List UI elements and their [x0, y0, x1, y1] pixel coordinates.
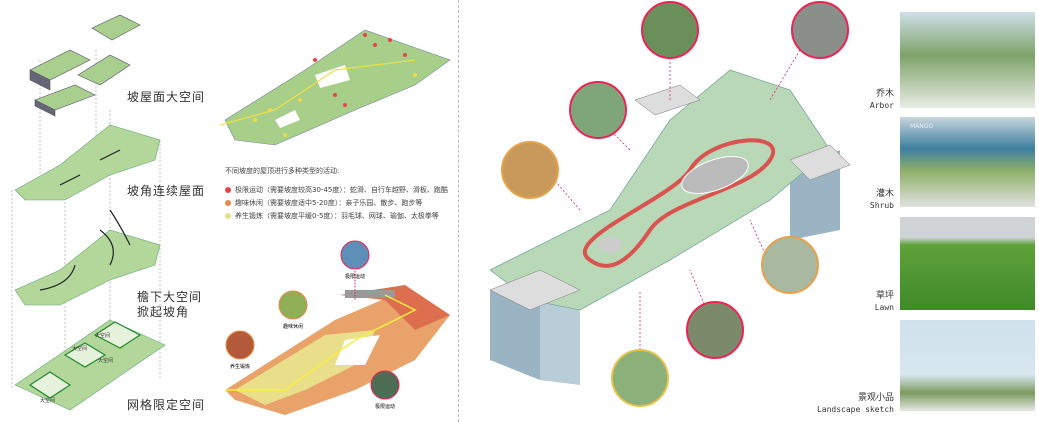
photo-circle — [641, 1, 699, 59]
photo-circle — [761, 236, 819, 294]
layer-label: 檐下大空间 — [137, 290, 203, 304]
yellow-dot-icon — [225, 213, 231, 219]
exploded-layer-diagram: 大空间 大空间 大空间 大空间 — [11, 14, 166, 411]
legend-label: 极限运动（需要坡度较高30-45度）：蛇滑、自行车越野、滑板、跑酷 — [235, 186, 448, 194]
roof-slope-activity-plan — [219, 29, 451, 146]
photo-caption: 趣味休闲 — [283, 323, 303, 330]
label-en: Lawn — [874, 303, 894, 312]
red-dot-icon — [225, 187, 231, 193]
photo-circle — [791, 1, 849, 59]
photo-circle — [686, 301, 744, 359]
legend-label: 趣味休闲（需要坡度适中5-20度）：亲子乐园、散步、跑步等 — [235, 199, 423, 207]
label-en: Shrub — [869, 201, 894, 210]
label-zh: 草坪 — [875, 291, 894, 301]
photo-circle-leisure — [278, 290, 308, 320]
photo-caption: 极限运动 — [375, 403, 395, 410]
landscape-label-arbor: 乔木 Arbor — [790, 88, 894, 112]
panel-divider — [458, 0, 459, 422]
legend-item-leisure: 趣味休闲（需要坡度适中5-20度）：亲子乐园、散步、跑步等 — [225, 198, 455, 208]
orange-dot-icon — [225, 200, 231, 206]
legend-title: 不同坡度的屋顶进行多种类型的活动: — [225, 167, 340, 175]
photo-circle — [611, 349, 669, 407]
layer-label: 坡角连续屋面 — [127, 184, 206, 198]
layer-label: 掀起坡角 — [137, 305, 190, 319]
grid-cell-label: 大空间 — [95, 332, 110, 339]
activity-legend: 不同坡度的屋顶进行多种类型的活动: 极限运动（需要坡度较高30-45度）：蛇滑、… — [225, 166, 455, 221]
landscape-label-shrub: 灌木 Shrub — [790, 188, 894, 212]
photo-circle-fitness — [225, 330, 255, 360]
landscape-label-sketch: 景观小品 Landscape sketch — [770, 392, 894, 416]
photo-circle-extreme-2 — [370, 370, 400, 400]
legend-item-extreme: 极限运动（需要坡度较高30-45度）：蛇滑、自行车越野、滑板、跑酷 — [225, 185, 455, 195]
photo-caption: 养生锻炼 — [230, 363, 250, 370]
photo-arbor — [900, 12, 1035, 108]
label-zh: 景观小品 — [857, 393, 894, 403]
slope-zone-diagram: 极限运动 趣味休闲 养生锻炼 极限运动 — [225, 240, 450, 415]
photo-sign-text: MANGO — [910, 123, 934, 130]
photo-circle-extreme — [340, 240, 370, 270]
photo-shrub: MANGO — [900, 117, 1035, 207]
landscape-label-lawn: 草坪 Lawn — [790, 290, 894, 314]
photo-caption: 极限运动 — [345, 273, 365, 280]
photo-landscape-sketch — [900, 320, 1035, 411]
label-en: Arbor — [869, 101, 894, 110]
label-zh: 乔木 — [875, 89, 894, 99]
grid-cell-label: 大空间 — [98, 357, 113, 364]
grid-cell-label: 大空间 — [40, 397, 55, 404]
label-en: Landscape sketch — [816, 405, 894, 414]
photo-circle — [501, 141, 559, 199]
legend-item-fitness: 养生锻炼（需要坡度平缓0-5度）：羽毛球、网球、瑜伽、太极拳等 — [225, 211, 455, 221]
grid-cell-label: 大空间 — [72, 345, 87, 352]
legend-label: 养生锻炼（需要坡度平缓0-5度）：羽毛球、网球、瑜伽、太极拳等 — [235, 212, 439, 220]
photo-circle — [569, 81, 627, 139]
building-axonometric — [489, 1, 851, 407]
photo-lawn — [900, 217, 1035, 310]
layer-label: 网格限定空间 — [127, 398, 206, 412]
layer-label: 坡屋面大空间 — [127, 90, 206, 104]
label-zh: 灌木 — [875, 189, 894, 199]
